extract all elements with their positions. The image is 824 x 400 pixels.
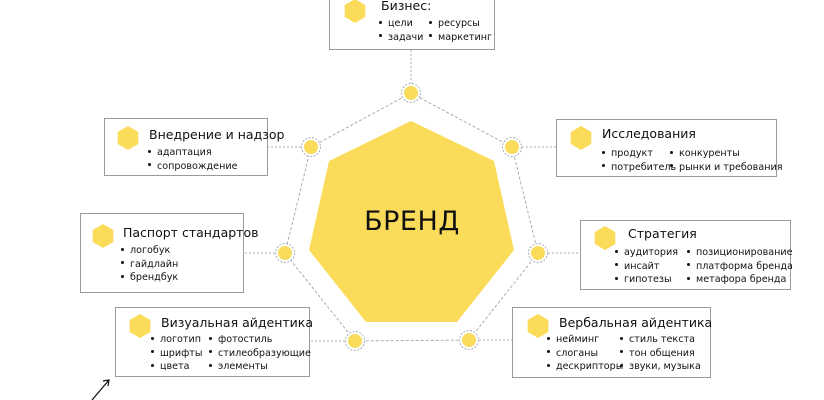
block-business: Бизнес: цели задачи ресурсы маркетинг bbox=[329, 0, 495, 50]
hexagon-icon bbox=[570, 126, 592, 150]
hexagon-icon bbox=[344, 0, 366, 23]
list-item: звуки, музыка bbox=[620, 360, 701, 374]
list-item: конкуренты bbox=[670, 147, 782, 161]
list-item: слоганы bbox=[547, 347, 623, 361]
block-title: Визуальная айдентика bbox=[161, 315, 313, 330]
list-item: адаптация bbox=[148, 146, 238, 160]
block-list-col1: цели задачи bbox=[379, 17, 423, 44]
block-list-col1: нейминг слоганы дескрипторы bbox=[547, 333, 623, 374]
block-list-col2: позиционирование платформа бренда метафо… bbox=[687, 246, 793, 287]
list-item: логотип bbox=[151, 333, 202, 347]
list-item: шрифты bbox=[151, 347, 202, 361]
list-item: тон общения bbox=[620, 347, 701, 361]
block-title: Внедрение и надзор bbox=[149, 127, 285, 142]
list-item: цвета bbox=[151, 360, 202, 374]
list-item: стилеобразующие bbox=[209, 347, 311, 361]
hexagon-icon bbox=[527, 314, 549, 338]
block-title: Вербальная айдентика bbox=[559, 315, 713, 330]
list-item: продукт bbox=[602, 147, 676, 161]
node-implementation bbox=[301, 137, 321, 157]
block-list-col1: логобук гайдлайн брендбук bbox=[121, 244, 178, 285]
block-visual-identity: Визуальная айдентика логотип шрифты цвет… bbox=[115, 307, 313, 377]
block-strategy: Стратегия аудитория инсайт гипотезы пози… bbox=[580, 220, 793, 290]
block-title: Стратегия bbox=[628, 226, 697, 241]
list-item: ресурсы bbox=[429, 17, 492, 31]
list-item: сопровождение bbox=[148, 160, 238, 174]
nodes bbox=[275, 83, 548, 351]
list-item: маркетинг bbox=[429, 31, 492, 45]
list-item: дескрипторы bbox=[547, 360, 623, 374]
block-list-col2: ресурсы маркетинг bbox=[429, 17, 492, 44]
arrow-icon bbox=[91, 379, 110, 400]
block-list-col2: фотостиль стилеобразующие элементы bbox=[209, 333, 311, 374]
block-title: Паспорт стандартов bbox=[123, 225, 259, 240]
list-item: гайдлайн bbox=[121, 258, 178, 272]
block-list-col1: продукт потребитель bbox=[602, 147, 676, 174]
block-list-col1: аудитория инсайт гипотезы bbox=[615, 246, 678, 287]
list-item: логобук bbox=[121, 244, 178, 258]
center-heptagon bbox=[309, 121, 514, 322]
hexagon-icon bbox=[92, 224, 114, 248]
list-item: потребитель bbox=[602, 161, 676, 175]
list-item: элементы bbox=[209, 360, 311, 374]
node-verbal bbox=[459, 330, 479, 350]
node-business bbox=[401, 83, 421, 103]
block-implementation: Внедрение и надзор адаптация сопровожден… bbox=[104, 118, 284, 176]
outer-heptagon bbox=[284, 92, 539, 342]
node-passport bbox=[275, 243, 295, 263]
list-item: нейминг bbox=[547, 333, 623, 347]
block-list-col2: стиль текста тон общения звуки, музыка bbox=[620, 333, 701, 374]
list-item: задачи bbox=[379, 31, 423, 45]
block-passport: Паспорт стандартов логобук гайдлайн брен… bbox=[80, 213, 258, 293]
list-item: рынки и требования bbox=[670, 161, 782, 175]
block-title: Бизнес: bbox=[381, 0, 432, 13]
hexagon-icon bbox=[129, 314, 151, 338]
list-item: позиционирование bbox=[687, 246, 793, 260]
block-title: Исследования bbox=[602, 126, 696, 141]
list-item: стиль текста bbox=[620, 333, 701, 347]
list-item: платформа бренда bbox=[687, 260, 793, 274]
block-list-col1: адаптация сопровождение bbox=[148, 146, 238, 173]
list-item: аудитория bbox=[615, 246, 678, 260]
hexagon-icon bbox=[594, 226, 616, 250]
center-label: БРЕНД bbox=[364, 206, 460, 237]
connectors bbox=[244, 50, 580, 342]
block-list-col2: конкуренты рынки и требования bbox=[670, 147, 782, 174]
block-list-col1: логотип шрифты цвета bbox=[151, 333, 202, 374]
node-strategy bbox=[528, 243, 548, 263]
list-item: гипотезы bbox=[615, 273, 678, 287]
node-research bbox=[502, 137, 522, 157]
hexagon-icon bbox=[117, 126, 139, 150]
list-item: метафора бренда bbox=[687, 273, 793, 287]
block-research: Исследования продукт потребитель конкуре… bbox=[556, 119, 782, 177]
list-item: фотостиль bbox=[209, 333, 311, 347]
list-item: инсайт bbox=[615, 260, 678, 274]
node-visual bbox=[345, 331, 365, 351]
list-item: цели bbox=[379, 17, 423, 31]
list-item: брендбук bbox=[121, 271, 178, 285]
block-verbal-identity: Вербальная айдентика нейминг слоганы дес… bbox=[512, 307, 713, 378]
